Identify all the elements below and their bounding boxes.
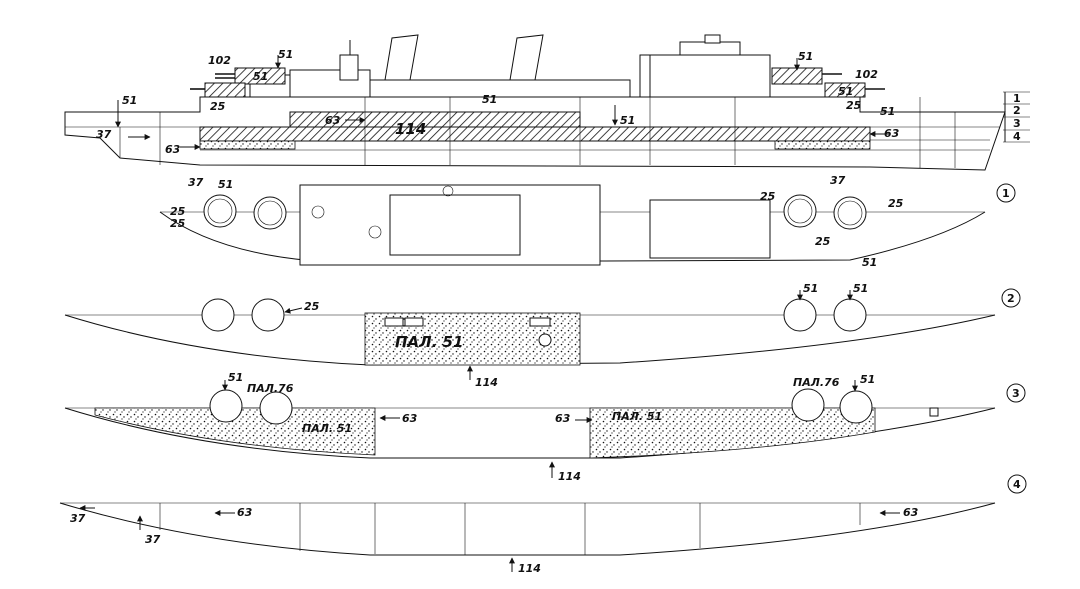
label-37: 37 bbox=[96, 128, 112, 141]
d2-label-51: 51 bbox=[853, 282, 868, 295]
main-belt-114 bbox=[199, 126, 871, 142]
d3-label-63: 63 bbox=[402, 412, 418, 425]
turret-barbette bbox=[251, 298, 285, 332]
turret-barbette bbox=[209, 389, 243, 423]
turret-fwd-upper bbox=[215, 67, 286, 85]
deck4-marker: 4 bbox=[1013, 478, 1021, 491]
d1-label-25: 25 bbox=[815, 235, 831, 248]
d2-label-pal51: ПАЛ. 51 bbox=[395, 333, 463, 351]
superstructure bbox=[249, 34, 771, 98]
turret-barbette bbox=[791, 388, 825, 422]
label-51: 51 bbox=[482, 93, 497, 106]
turret-barbette bbox=[833, 196, 867, 230]
deck-scale-3: 3 bbox=[1013, 117, 1021, 130]
d1-label-51: 51 bbox=[862, 256, 877, 269]
d1-label-25: 25 bbox=[170, 217, 186, 230]
deck2-marker: 2 bbox=[1007, 292, 1015, 305]
label-51: 51 bbox=[620, 114, 635, 127]
label-51: 51 bbox=[278, 48, 293, 61]
d2-label-51: 51 bbox=[803, 282, 818, 295]
label-114: 114 bbox=[395, 120, 426, 138]
profile-frames bbox=[119, 97, 1000, 168]
label-37: 37 bbox=[188, 176, 204, 189]
d3-label-114: 114 bbox=[558, 470, 581, 483]
label-37: 37 bbox=[830, 174, 846, 187]
d4-label-114: 114 bbox=[518, 562, 541, 575]
turret-barbette bbox=[783, 298, 817, 332]
deck-level-scale: 1 2 3 4 bbox=[1003, 91, 1030, 143]
marker-circle-1 bbox=[996, 183, 1016, 203]
label-25: 25 bbox=[846, 99, 862, 112]
hull-outline bbox=[64, 96, 1006, 171]
label-51: 51 bbox=[880, 105, 895, 118]
label-63: 63 bbox=[325, 114, 341, 127]
turret-barbette bbox=[253, 196, 287, 230]
d3-label-pal76: ПАЛ.76 bbox=[247, 382, 294, 395]
lower-armor-fwd bbox=[199, 140, 296, 150]
d4-label-63: 63 bbox=[903, 506, 919, 519]
label-51: 51 bbox=[798, 50, 813, 63]
d1-label-25: 25 bbox=[170, 205, 186, 218]
d3-label-63: 63 bbox=[555, 412, 571, 425]
d4-label-37: 37 bbox=[70, 512, 86, 525]
turret-barbette bbox=[203, 194, 237, 228]
turret-barbette bbox=[259, 391, 293, 425]
label-102-aft: 102 bbox=[855, 68, 878, 81]
d4-label-63: 63 bbox=[237, 506, 253, 519]
d1-label-25: 25 bbox=[888, 197, 904, 210]
deck3-armor-fwd bbox=[94, 407, 376, 456]
label-51: 51 bbox=[838, 85, 853, 98]
turret-barbette bbox=[833, 298, 867, 332]
d2-label-25: 25 bbox=[304, 300, 320, 313]
deck-scale-2: 2 bbox=[1013, 104, 1021, 117]
label-51: 51 bbox=[122, 94, 137, 107]
deck-scale-4: 4 bbox=[1013, 130, 1021, 143]
funnel-aft bbox=[509, 34, 544, 81]
label-63: 63 bbox=[884, 127, 900, 140]
label-102-fwd: 102 bbox=[208, 54, 231, 67]
d3-label-pal51: ПАЛ. 51 bbox=[302, 422, 352, 435]
d3-label-51: 51 bbox=[228, 371, 243, 384]
deck-scale-1: 1 bbox=[1013, 92, 1021, 105]
d1-label-25: 25 bbox=[760, 190, 776, 203]
deck-plan-1: 51 25 25 25 25 25 51 1 bbox=[159, 178, 1016, 269]
deck3-marker: 3 bbox=[1012, 387, 1020, 400]
marker-circle-2 bbox=[1001, 288, 1021, 308]
profile-labels: 102 51 51 25 51 37 63 37 63 114 51 51 51… bbox=[96, 48, 900, 189]
label-25: 25 bbox=[210, 100, 226, 113]
label-51: 51 bbox=[253, 70, 268, 83]
deck-plan-4: 37 37 63 63 114 4 bbox=[59, 474, 1027, 575]
lower-armor-aft bbox=[774, 140, 871, 150]
d1-label-51: 51 bbox=[218, 178, 233, 191]
turret-aft-lower bbox=[824, 82, 885, 98]
d4-label-37: 37 bbox=[145, 533, 161, 546]
deck-plan-3: 51 ПАЛ.76 ПАЛ. 51 63 63 ПАЛ. 51 ПАЛ.76 5… bbox=[64, 371, 1026, 483]
d3-label-pal76: ПАЛ.76 bbox=[793, 376, 840, 389]
marker-circle-4 bbox=[1007, 474, 1027, 494]
turret-barbette bbox=[839, 390, 873, 424]
d3-label-51: 51 bbox=[860, 373, 875, 386]
d2-label-114: 114 bbox=[475, 376, 498, 389]
turret-barbette bbox=[201, 298, 235, 332]
side-profile: 102 51 51 25 51 37 63 37 63 114 51 51 51… bbox=[64, 34, 1030, 189]
turret-aft-upper bbox=[771, 67, 842, 85]
deck1-marker: 1 bbox=[1002, 187, 1010, 200]
turret-barbette bbox=[783, 194, 817, 228]
marker-circle-3 bbox=[1006, 383, 1026, 403]
label-63: 63 bbox=[165, 143, 181, 156]
d3-label-pal51: ПАЛ. 51 bbox=[612, 410, 662, 423]
funnel-fore bbox=[384, 34, 419, 81]
deck-plan-2: 25 51 51 ПАЛ. 51 114 2 bbox=[64, 282, 1021, 389]
turret-fwd-lower bbox=[190, 82, 246, 98]
